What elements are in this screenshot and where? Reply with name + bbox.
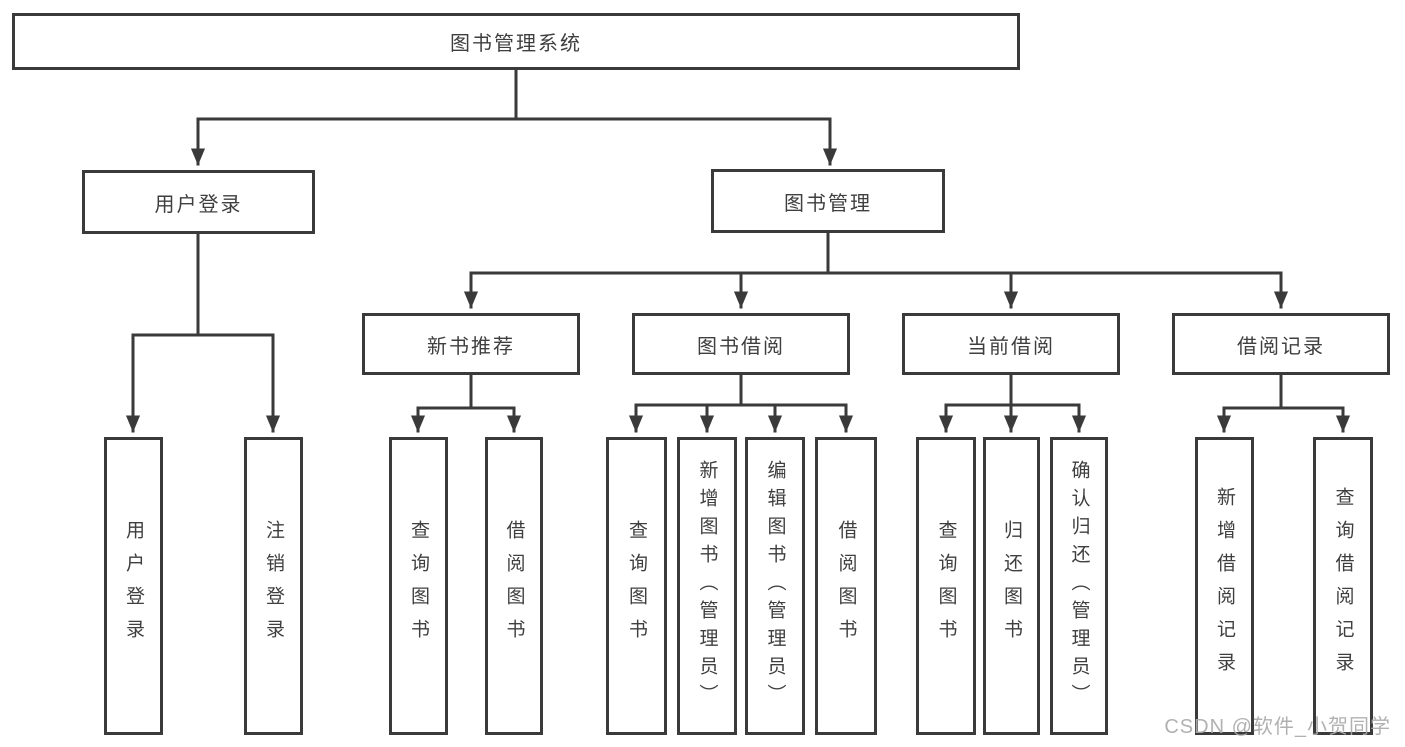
leaf-logout: 注销登录 <box>244 437 303 735</box>
leaf-recommend-borrow-book-label: 借阅图书 <box>503 520 525 652</box>
leaf-borrowing-add-book: 新增图书（管理员） <box>677 437 737 735</box>
leaf-query-borrow-record-label: 查询借阅记录 <box>1332 487 1354 685</box>
leaf-borrowing-borrow-book: 借阅图书 <box>815 437 877 735</box>
leaf-current-confirm-return: 确认归还（管理员） <box>1050 437 1108 735</box>
node-borrowing-records-label: 借阅记录 <box>1237 335 1325 358</box>
node-book-borrowing-label: 图书借阅 <box>697 335 785 358</box>
leaf-user-login: 用户登录 <box>104 437 163 735</box>
node-book-management: 图书管理 <box>711 169 945 233</box>
leaf-borrowing-edit-book: 编辑图书（管理员） <box>745 437 805 735</box>
leaf-current-query-book: 查询图书 <box>916 437 976 735</box>
node-user-login: 用户登录 <box>82 170 315 234</box>
node-root-label: 图书管理系统 <box>450 33 582 55</box>
leaf-borrowing-borrow-book-label: 借阅图书 <box>835 520 857 652</box>
leaf-user-login-label: 用户登录 <box>123 520 144 652</box>
leaf-recommend-query-book-label: 查询图书 <box>408 520 429 652</box>
leaf-borrowing-edit-book-label: 编辑图书（管理员） <box>764 460 786 712</box>
leaf-recommend-query-book: 查询图书 <box>389 437 448 735</box>
node-new-book-recommend-label: 新书推荐 <box>427 335 515 358</box>
leaf-current-query-book-label: 查询图书 <box>935 520 957 652</box>
node-book-management-label: 图书管理 <box>784 192 872 215</box>
leaf-current-confirm-return-label: 确认归还（管理员） <box>1068 460 1090 712</box>
node-new-book-recommend: 新书推荐 <box>362 313 580 375</box>
leaf-recommend-borrow-book: 借阅图书 <box>485 437 543 735</box>
node-borrowing-records: 借阅记录 <box>1172 313 1390 375</box>
leaf-borrowing-query-book-label: 查询图书 <box>626 520 647 652</box>
node-book-borrowing: 图书借阅 <box>632 313 850 375</box>
leaf-query-borrow-record: 查询借阅记录 <box>1313 437 1373 735</box>
leaf-add-borrow-record-label: 新增借阅记录 <box>1214 487 1235 685</box>
node-current-borrowing-label: 当前借阅 <box>967 335 1055 358</box>
leaf-borrowing-add-book-label: 新增图书（管理员） <box>696 460 718 712</box>
node-root: 图书管理系统 <box>12 13 1020 70</box>
leaf-current-return-book-label: 归还图书 <box>1001 520 1022 652</box>
node-user-login-label: 用户登录 <box>154 193 243 216</box>
csdn-watermark: CSDN @软件_小贺同学 <box>1164 716 1391 738</box>
leaf-current-return-book: 归还图书 <box>983 437 1040 735</box>
leaf-logout-label: 注销登录 <box>263 520 284 652</box>
leaf-borrowing-query-book: 查询图书 <box>606 437 667 735</box>
node-current-borrowing: 当前借阅 <box>902 313 1120 375</box>
leaf-add-borrow-record: 新增借阅记录 <box>1195 437 1254 735</box>
